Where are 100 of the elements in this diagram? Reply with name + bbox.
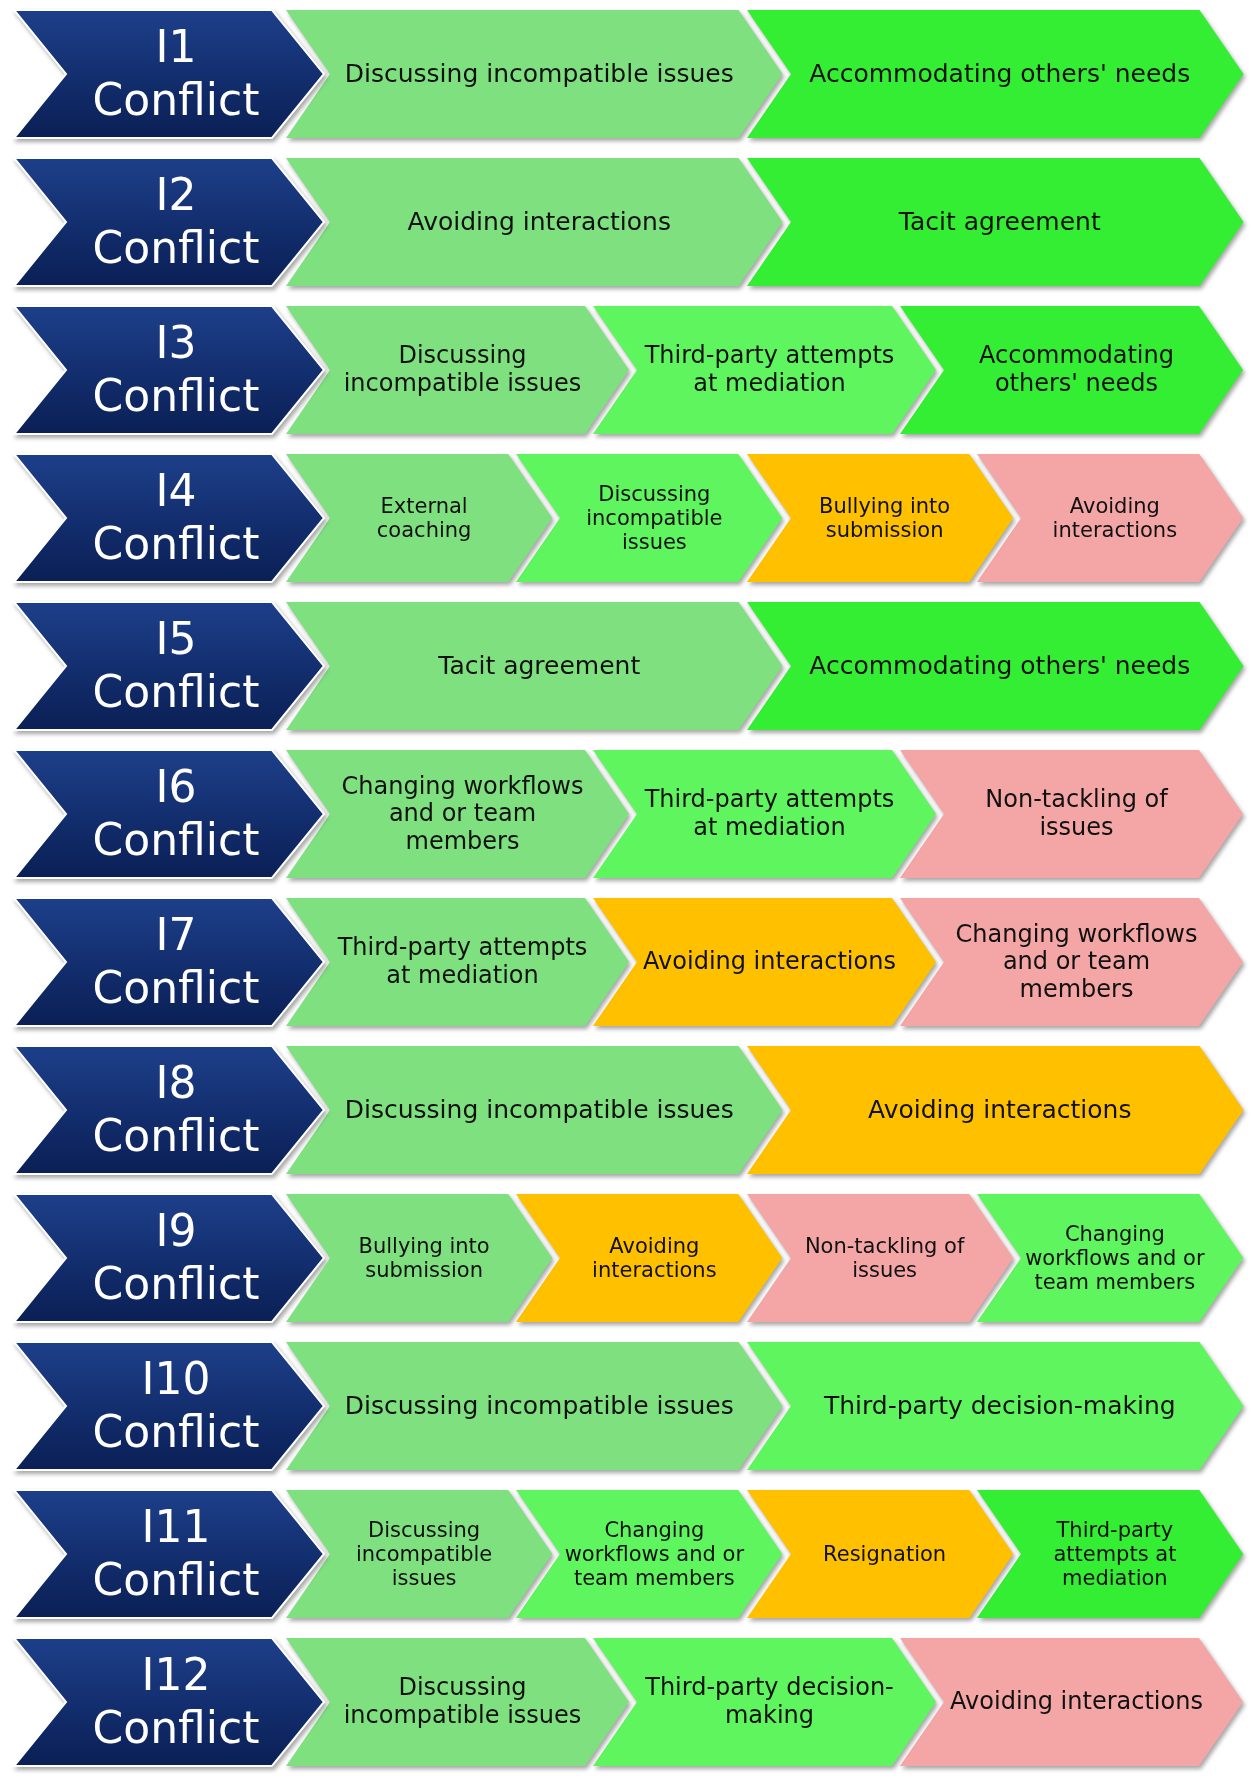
conflict-label: Conflict	[92, 1702, 260, 1755]
chevron-label: Bullying into submission	[357, 1233, 491, 1283]
process-step	[516, 1490, 783, 1618]
conflict-label: I1	[155, 21, 197, 74]
conflict-label: I3	[155, 317, 197, 370]
chevron-label: Discussing incompatible issues	[344, 1391, 734, 1421]
chevron-label: Third-party decision-making	[823, 1391, 1176, 1421]
chevron-label: Discussing incompatible issues	[344, 1095, 734, 1125]
chevron-label: Accommodating others' needs	[809, 59, 1191, 89]
conflict-label: Conflict	[92, 74, 260, 127]
conflict-step	[14, 454, 324, 582]
chevron-label: Resignation	[823, 1541, 947, 1567]
conflict-label: Conflict	[92, 370, 260, 423]
conflict-step	[14, 306, 324, 434]
conflict-label: Conflict	[92, 222, 260, 275]
process-step	[286, 1638, 629, 1766]
chevron-label: Non-tackling of issues	[803, 1233, 966, 1283]
chevron-label: Discussing incompatible issues	[342, 1674, 583, 1730]
chevron-label: External coaching	[375, 493, 473, 543]
conflict-label: I10	[141, 1353, 211, 1406]
chevron-label: Changing workflows and or team members	[340, 772, 585, 856]
conflict-label: I6	[155, 761, 197, 814]
process-step	[746, 10, 1243, 138]
conflict-label: Conflict	[92, 1110, 260, 1163]
process-step	[593, 750, 936, 878]
process-step	[593, 898, 936, 1026]
process-step	[593, 1638, 936, 1766]
conflict-step	[14, 1342, 324, 1470]
process-step	[286, 898, 629, 1026]
process-step	[286, 1342, 783, 1470]
process-step	[593, 306, 936, 434]
conflict-label: Conflict	[92, 1258, 260, 1311]
process-step	[976, 1194, 1243, 1322]
process-step	[286, 750, 629, 878]
conflict-step	[14, 1638, 324, 1766]
chevron-label: Changing workflows and or team members	[954, 920, 1199, 1004]
chevron-label: Third-party attempts at mediation	[1052, 1517, 1178, 1591]
process-step	[286, 1490, 553, 1618]
conflict-step	[14, 898, 324, 1026]
chevron-label: Avoiding interactions	[868, 1095, 1132, 1125]
conflict-label: Conflict	[92, 1554, 260, 1607]
process-step	[746, 454, 1013, 582]
process-step	[286, 306, 629, 434]
process-step	[746, 158, 1243, 286]
conflict-step	[14, 750, 324, 878]
chevron-label: Bullying into submission	[818, 493, 952, 543]
process-step	[516, 1194, 783, 1322]
chevron-label: Tacit agreement	[438, 651, 641, 681]
conflict-label: I12	[141, 1649, 211, 1702]
conflict-step	[14, 1490, 324, 1618]
conflict-step	[14, 10, 324, 138]
chevron-label: Tacit agreement	[898, 207, 1101, 237]
process-step	[900, 306, 1243, 434]
chevron-label: Accommodating others' needs	[978, 342, 1175, 398]
conflict-label: Conflict	[92, 814, 260, 867]
conflict-label: Conflict	[92, 666, 260, 719]
conflict-label: Conflict	[92, 518, 260, 571]
process-step	[286, 602, 783, 730]
conflict-step	[14, 602, 324, 730]
chevron-label: Avoiding interactions	[1051, 493, 1179, 543]
conflict-step	[14, 1046, 324, 1174]
chevron-label: Avoiding interactions	[950, 1688, 1203, 1716]
chevron-label: Third-party attempts at mediation	[643, 342, 896, 398]
process-step	[900, 1638, 1243, 1766]
process-step	[976, 454, 1243, 582]
conflict-label: Conflict	[92, 962, 260, 1015]
process-step	[900, 898, 1243, 1026]
chevron-label: Third-party attempts at mediation	[336, 934, 589, 990]
chevron-label: Discussing incompatible issues	[354, 1517, 494, 1591]
chevron-label: Avoiding interactions	[643, 948, 896, 976]
chevron-label: Avoiding interactions	[407, 207, 671, 237]
process-step	[746, 1490, 1013, 1618]
chevron-label: Accommodating others' needs	[809, 651, 1191, 681]
process-step	[900, 750, 1243, 878]
conflict-label: I2	[155, 169, 197, 222]
chevron-label: Avoiding interactions	[591, 1233, 718, 1283]
process-step	[286, 158, 783, 286]
conflict-label: I11	[141, 1501, 211, 1554]
process-step	[286, 454, 553, 582]
conflict-label: I4	[155, 465, 197, 518]
process-step	[976, 1490, 1243, 1618]
conflict-label: I9	[155, 1205, 197, 1258]
chevron-label: Non-tackling of issues	[984, 786, 1170, 842]
chevron-label: Changing workflows and or team members	[564, 1517, 745, 1591]
chevron-label: Third-party attempts at mediation	[643, 786, 896, 842]
chevron-label: Discussing incompatible issues	[585, 481, 724, 555]
process-step	[286, 1194, 553, 1322]
conflict-label: Conflict	[92, 1406, 260, 1459]
chevron-label: Third-party decision-making	[644, 1674, 895, 1730]
chevron-label: Discussing incompatible issues	[342, 342, 583, 398]
process-step	[516, 454, 783, 582]
conflict-step	[14, 158, 324, 286]
conflict-label: I5	[155, 613, 197, 666]
process-step	[746, 602, 1243, 730]
process-step	[746, 1342, 1243, 1470]
conflict-label: I8	[155, 1057, 197, 1110]
chevron-label: Changing workflows and or team members	[1024, 1221, 1205, 1295]
process-step	[286, 1046, 783, 1174]
conflict-label: I7	[155, 909, 197, 962]
process-step	[746, 1046, 1243, 1174]
